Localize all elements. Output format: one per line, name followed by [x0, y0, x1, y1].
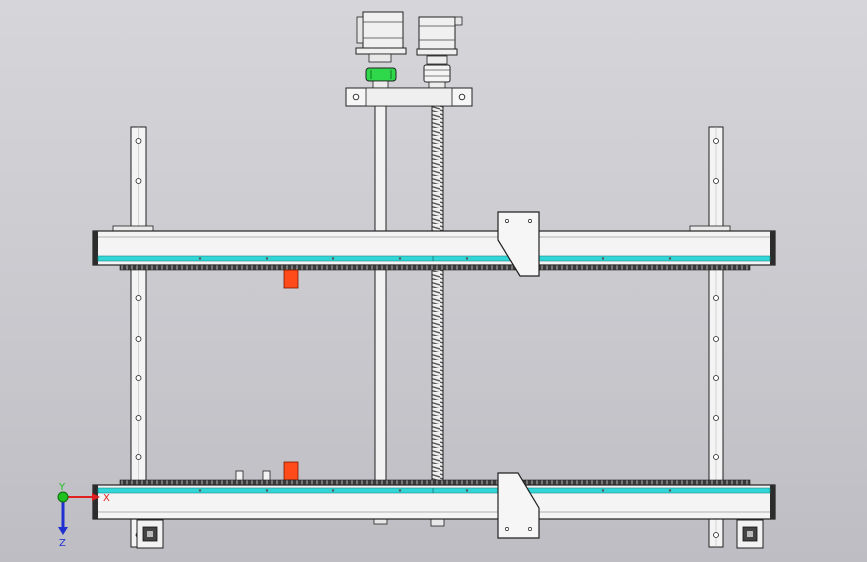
- coordinate-triad: X Y Z: [57, 482, 110, 549]
- bottom-bearing-block-left[interactable]: [136, 519, 164, 549]
- upper-red-sensor[interactable]: [283, 269, 299, 289]
- upper-carriage-bracket[interactable]: [497, 211, 540, 277]
- bottom-bearing-block-right[interactable]: [736, 519, 764, 549]
- smooth-guide-rod[interactable]: [373, 99, 388, 525]
- stepper-motor-right[interactable]: [416, 16, 463, 90]
- z-axis-label: Z: [59, 538, 66, 549]
- ball-screw[interactable]: [430, 99, 445, 527]
- y-axis-label: Y: [58, 482, 66, 493]
- lower-conveyor-beam[interactable]: [92, 479, 776, 520]
- top-mounting-plate[interactable]: [345, 87, 473, 107]
- lower-clamp-fixtures[interactable]: [235, 470, 271, 482]
- stepper-motor-left[interactable]: [355, 11, 407, 90]
- lower-red-sensor[interactable]: [283, 461, 299, 481]
- z-axis-arrowhead: [58, 527, 68, 535]
- y-axis-origin: [57, 491, 69, 503]
- x-axis-arrowhead: [92, 493, 100, 501]
- x-axis-label: X: [103, 493, 110, 504]
- lower-carriage-bracket[interactable]: [497, 472, 540, 539]
- upper-conveyor-beam[interactable]: [92, 225, 776, 271]
